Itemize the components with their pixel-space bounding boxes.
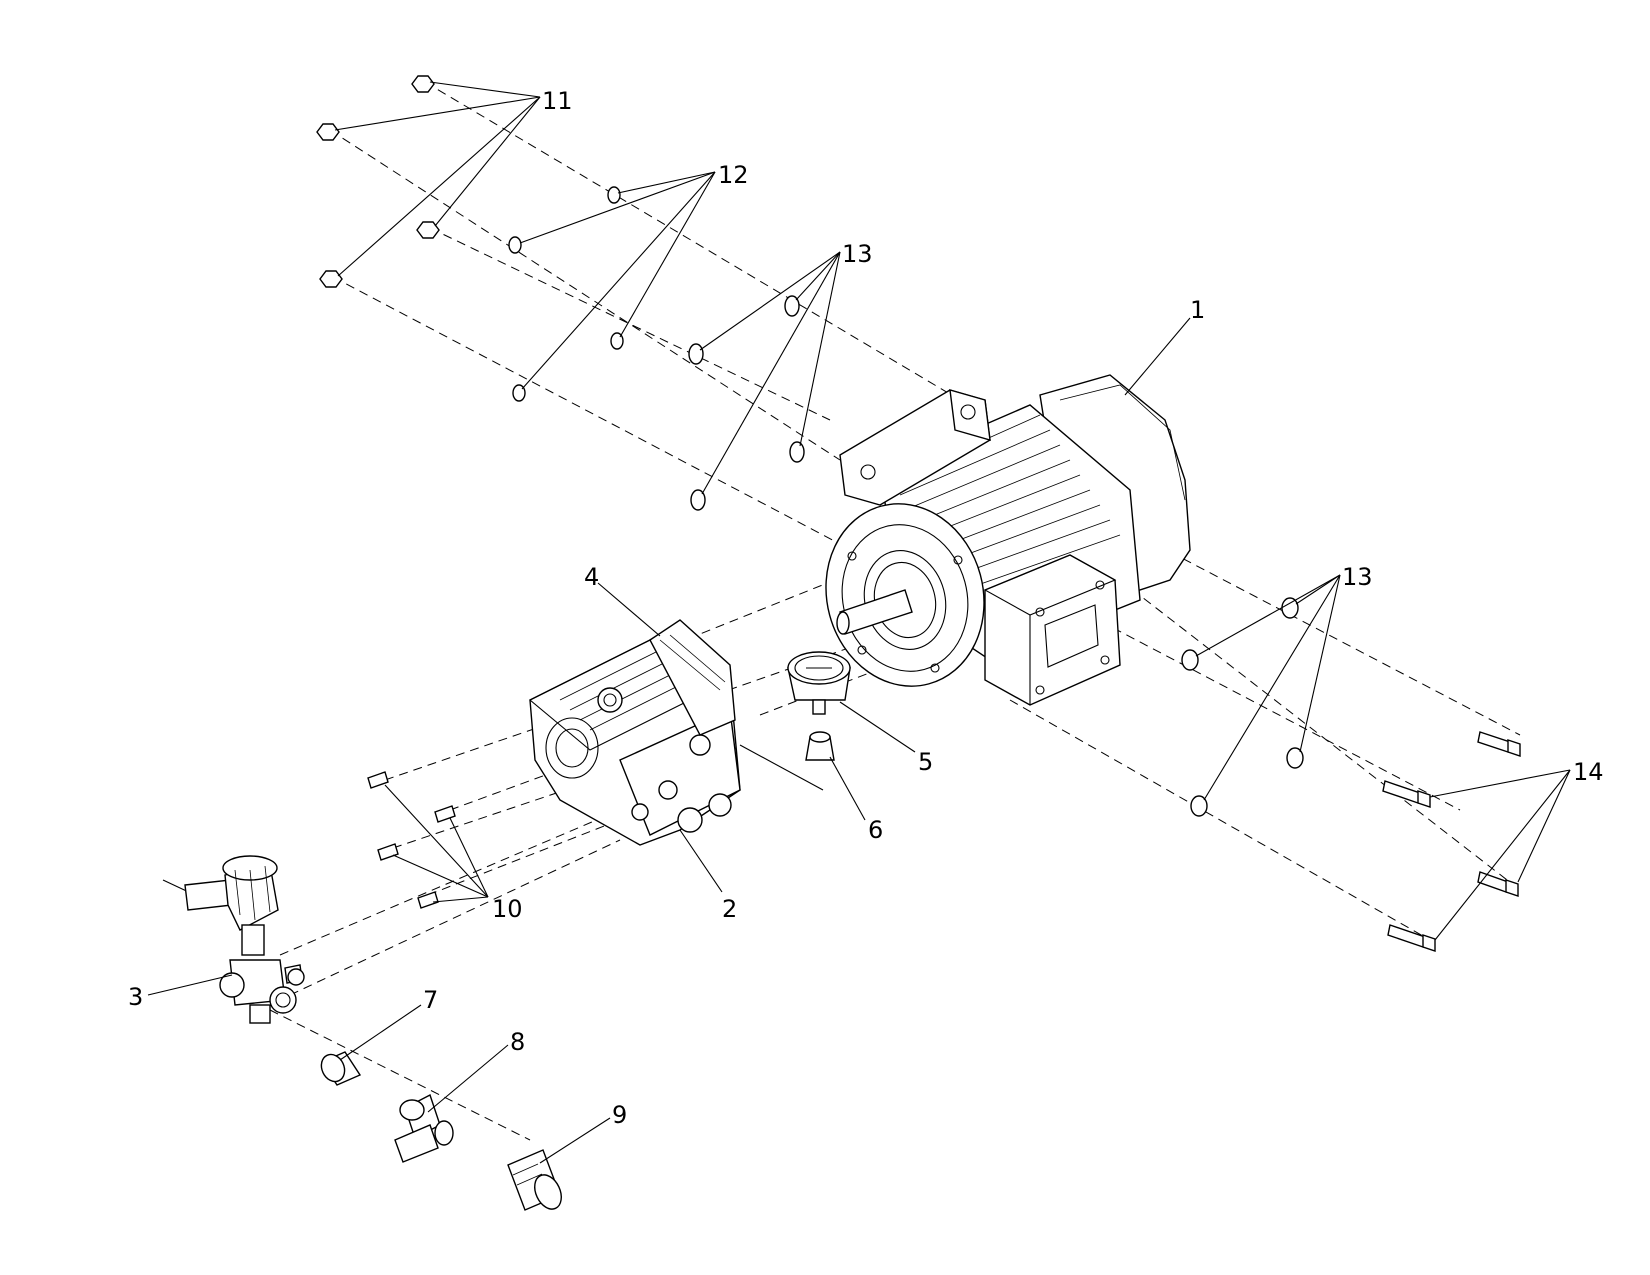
callout-3: 3 — [128, 983, 143, 1011]
part-7-nipple — [320, 1051, 362, 1086]
callout-labels: 1 2 3 4 5 6 7 8 9 10 11 12 13 13 14 — [128, 87, 1604, 1129]
part-8-elbow — [394, 1094, 454, 1163]
part-10-pump-bolts — [367, 771, 456, 909]
callout-11: 11 — [542, 87, 573, 115]
part-1-electric-motor — [825, 374, 1191, 706]
callout-5: 5 — [918, 748, 933, 776]
callout-13-upper: 13 — [842, 240, 873, 268]
callout-7: 7 — [423, 986, 438, 1014]
part-9-inlet-filter — [507, 1149, 562, 1211]
callout-4: 4 — [584, 563, 599, 591]
part-14-bolts — [1382, 731, 1521, 952]
callout-10: 10 — [492, 895, 523, 923]
pump-manifold — [619, 708, 741, 836]
part-4-pump-flange — [649, 619, 736, 736]
part-13-flat-washers-lower — [1181, 597, 1304, 817]
callout-12: 12 — [718, 161, 749, 189]
callout-8: 8 — [510, 1028, 525, 1056]
part-11-nuts — [316, 75, 440, 288]
leader-lines — [147, 81, 1571, 1164]
part-5-pressure-gauge — [787, 651, 851, 715]
part-6-gauge-fitting — [805, 731, 835, 761]
callout-14: 14 — [1573, 758, 1604, 786]
callout-1: 1 — [1190, 296, 1205, 324]
part-3-unloader-valve — [162, 855, 305, 1024]
part-13-flat-washers-upper — [688, 295, 805, 511]
callout-9: 9 — [612, 1101, 627, 1129]
callout-13-lower: 13 — [1342, 563, 1373, 591]
callout-6: 6 — [868, 816, 883, 844]
callout-2: 2 — [722, 895, 737, 923]
